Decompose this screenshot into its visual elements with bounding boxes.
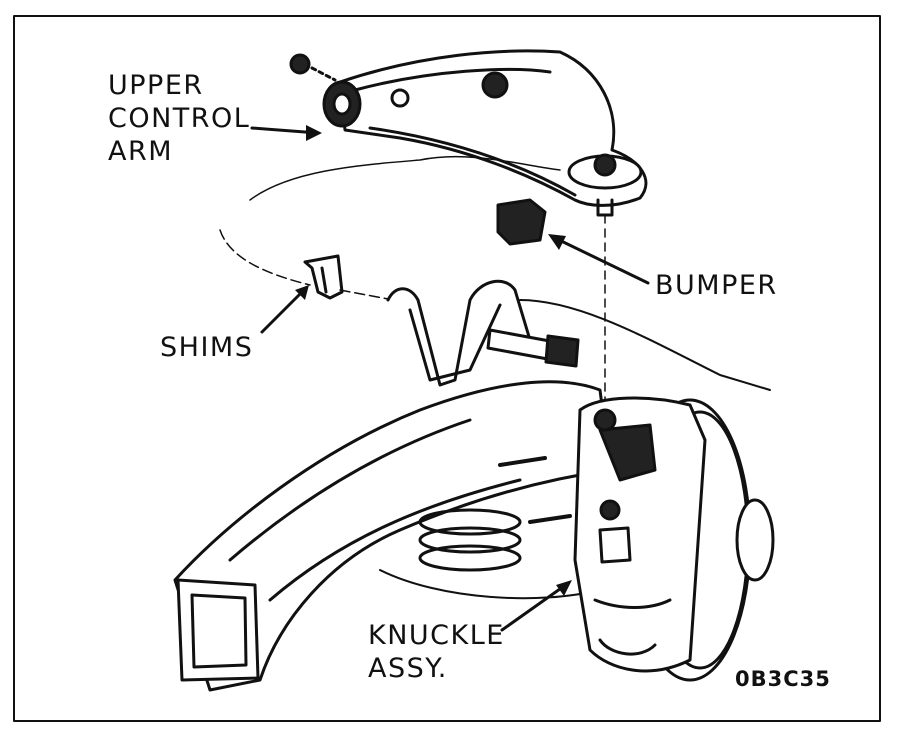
label-shims: SHIMS — [160, 332, 254, 363]
bumper-part — [496, 198, 547, 246]
upper-control-arm-part — [289, 49, 648, 217]
arrow-shims — [260, 288, 306, 334]
arrow-knuckle — [500, 582, 569, 632]
coil-spring — [379, 508, 601, 600]
knuckle-assembly-part — [498, 396, 775, 682]
label-bumper: BUMPER — [655, 270, 778, 301]
frame-bracket — [386, 279, 532, 387]
figure-frame — [13, 15, 881, 722]
arrow-bumper — [553, 236, 650, 285]
label-knuckle-assy: KNUCKLE ASSY. — [368, 620, 505, 684]
label-upper-control-arm: UPPER CONTROL ARM — [108, 70, 251, 167]
figure-code: 0B3C35 — [735, 667, 831, 691]
shim-part — [303, 254, 344, 300]
bolt-part — [486, 328, 580, 368]
